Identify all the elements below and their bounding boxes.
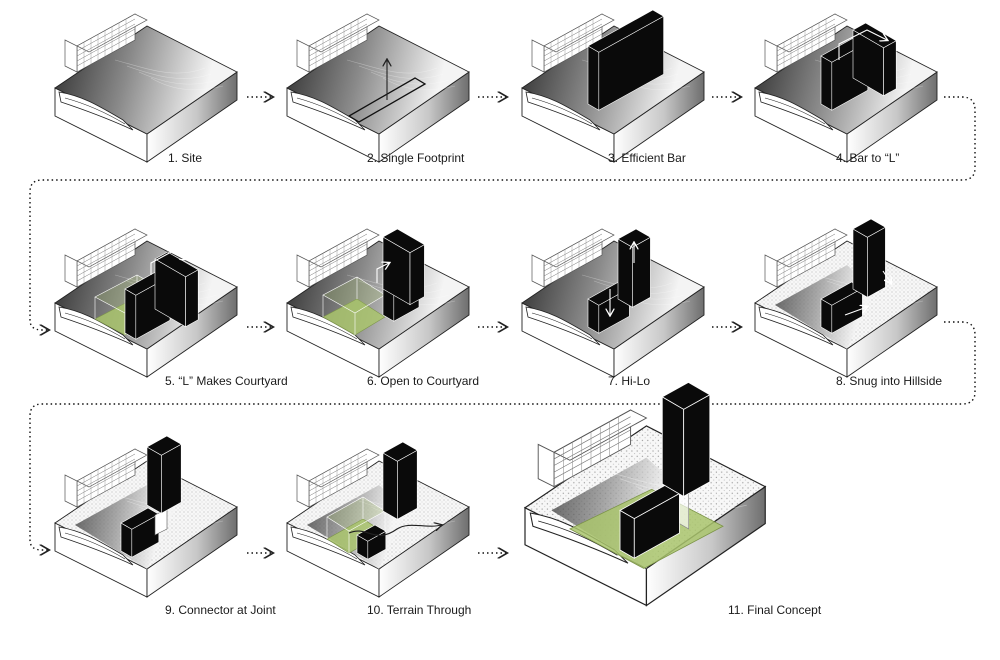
building-high: [661, 381, 711, 498]
right-arrow: [844, 307, 867, 316]
contour-line: [370, 71, 450, 85]
existing-building: [296, 228, 380, 288]
open-arrow: [376, 263, 389, 283]
road-edge: [64, 532, 126, 560]
step-label-10: 10. Terrain Through: [367, 603, 472, 617]
site-model-11: [523, 381, 767, 607]
l-arrow: [838, 29, 887, 60]
site-model-10: [286, 441, 470, 598]
contour-line: [126, 500, 212, 514]
road-edge: [764, 97, 826, 125]
building-high: [382, 441, 418, 520]
building-low: [619, 484, 681, 559]
site-models: [54, 9, 938, 607]
existing-building: [64, 448, 148, 508]
step-label-9: 9. Connector at Joint: [165, 603, 276, 617]
step-label-5: 5. “L” Makes Courtyard: [165, 374, 288, 388]
contour-line: [358, 65, 444, 79]
road-edge: [64, 312, 126, 340]
diag-arrow: [882, 270, 891, 283]
contour-line: [382, 512, 456, 526]
existing-building: [764, 228, 848, 288]
road-edge: [64, 97, 126, 125]
step-label-7: 7. Hi-Lo: [608, 374, 651, 388]
building-wing: [154, 251, 199, 328]
l-arrow: [150, 250, 187, 275]
footprint-outline: [347, 77, 427, 123]
road-edge: [296, 312, 358, 340]
existing-building: [531, 13, 615, 73]
step-label-6: 6. Open to Courtyard: [367, 374, 480, 388]
step-label-2: 2. Single Footprint: [367, 151, 465, 165]
contour-line: [126, 65, 212, 79]
process-flow-connectors: [29, 96, 976, 553]
existing-building: [296, 13, 380, 73]
building-wing: [382, 228, 426, 306]
existing-building: [296, 448, 380, 508]
site-model-5: [54, 228, 238, 378]
site-model-1: [54, 13, 238, 163]
existing-building: [531, 228, 615, 288]
site-model-2: [286, 13, 470, 163]
step-label-3: 3. Efficient Bar: [608, 151, 686, 165]
building-high: [617, 228, 652, 308]
step-label-11: 11. Final Concept: [728, 603, 822, 617]
existing-building: [64, 13, 148, 73]
site-model-7: [521, 228, 705, 378]
building-low: [356, 524, 387, 560]
contour-line: [370, 506, 450, 520]
building-bar: [587, 9, 665, 111]
contour-line: [382, 77, 456, 91]
road-edge: [296, 532, 358, 560]
contour-line: [346, 59, 438, 74]
step-label-8: 8. Snug into Hillside: [836, 374, 943, 388]
road-edge: [764, 312, 826, 340]
contour-line: [150, 77, 224, 91]
site-model-4: [754, 13, 938, 163]
existing-building: [64, 228, 148, 288]
site-model-6: [286, 228, 470, 378]
existing-building: [537, 409, 648, 488]
flow-arrow-8-9: [29, 321, 976, 550]
road-edge: [538, 520, 618, 556]
road-edge: [531, 312, 593, 340]
building-high: [852, 218, 887, 298]
building-high: [146, 435, 182, 514]
existing-building: [764, 13, 848, 73]
contour-line: [138, 71, 218, 85]
road-edge: [531, 97, 593, 125]
step-label-4: 4. Bar to “L”: [836, 151, 900, 165]
site-model-3: [521, 9, 705, 163]
step-label-1: 1. Site: [168, 151, 203, 165]
site-model-8: [754, 218, 938, 378]
road-edge: [296, 97, 358, 125]
terrain-arrow: [348, 525, 441, 536]
contour-line: [114, 59, 206, 74]
site-model-9: [54, 435, 238, 598]
flow-arrow-4-5: [29, 96, 976, 330]
building-low: [820, 281, 864, 334]
